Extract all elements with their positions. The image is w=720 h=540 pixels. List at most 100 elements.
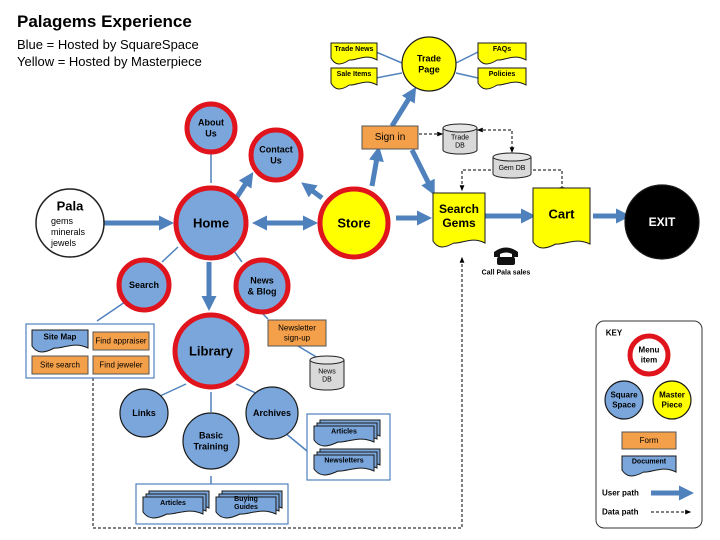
- key-square-space: SquareSpace: [604, 380, 644, 420]
- link-home-search: [161, 246, 179, 263]
- trade-news-doc-label: Trade News: [335, 46, 374, 53]
- key-menu-item-label: Menu: [639, 346, 660, 355]
- faqs-doc: FAQs: [477, 42, 527, 65]
- site-search-form: Site search: [31, 355, 89, 375]
- about-label: About: [198, 118, 224, 128]
- arrow-signin-trade-page: [389, 86, 417, 128]
- data-path-tradedb-gemdb: [476, 127, 515, 154]
- link-library-links: [159, 383, 187, 397]
- trade-db-label: DB: [455, 143, 465, 150]
- call-pala-sales: Call Pala sales: [482, 270, 531, 277]
- library-label: Library: [189, 344, 234, 359]
- link-trade-faqs: [455, 51, 479, 64]
- data-path-gemdb-cart: [528, 169, 565, 194]
- trade-news-doc: Trade News: [330, 42, 378, 65]
- legend-yellow-text: Yellow = Hosted by Masterpiece: [17, 54, 202, 69]
- pala-subtitle: minerals: [51, 227, 86, 237]
- link-search-sitebox: [96, 301, 126, 322]
- legend-blue-text: Blue = Hosted by SquareSpace: [17, 37, 199, 52]
- key-form: Form: [621, 431, 677, 450]
- archives-articles-stack: Articles: [313, 419, 381, 447]
- buying-guides-stack-label: Guides: [234, 504, 258, 511]
- basic-training-label: Training: [193, 441, 228, 451]
- link-newsletter-newsdb: [297, 345, 319, 359]
- sale-items-doc: Sale Items: [330, 67, 378, 90]
- key-document-label: Document: [632, 459, 667, 466]
- link-trade-saleitems: [375, 72, 403, 79]
- key-master-piece-label: Piece: [662, 400, 683, 409]
- site-search-form-label: Site search: [40, 361, 80, 370]
- buying-guides-stack-label: Buying: [234, 496, 258, 503]
- find-jeweler-form: Find jeweler: [92, 355, 150, 375]
- arrow-home-contact: [234, 171, 254, 199]
- key-square-space-label: Square: [610, 391, 638, 400]
- policies-doc-label: Policies: [489, 71, 516, 78]
- site-map-doc-label: Site Map: [44, 333, 77, 342]
- exit-node: EXIT: [624, 184, 700, 260]
- pala-subtitle: gems: [51, 216, 74, 226]
- sign-in-form: Sign in: [361, 125, 419, 150]
- gem-db-label: Gem DB: [499, 165, 526, 172]
- find-jeweler-form-label: Find jeweler: [99, 361, 142, 370]
- policies-doc: Policies: [477, 67, 527, 90]
- arrow-store-contact: [301, 182, 324, 200]
- contact-label: Contact: [259, 145, 293, 155]
- home-label: Home: [193, 216, 229, 231]
- key-title: KEY: [606, 329, 623, 338]
- trade-db-label: Trade: [451, 134, 469, 141]
- newsletters-stack-label: Newsletters: [324, 458, 363, 465]
- library-node: Library: [172, 312, 250, 390]
- site-map-doc: Site Map: [31, 329, 89, 353]
- key-form-label: Form: [640, 436, 659, 445]
- news-label: & Blog: [248, 286, 277, 296]
- call-pala-sales-label: Call Pala sales: [482, 270, 531, 277]
- sale-items-doc-label: Sale Items: [337, 71, 372, 78]
- key-data-path-label: Data path: [602, 508, 639, 517]
- cart-doc: Cart: [532, 187, 591, 249]
- key-menu-item-label: item: [641, 355, 657, 364]
- find-appraiser-form: Find appraiser: [92, 331, 150, 351]
- pala-title: Pala: [57, 199, 85, 214]
- news-label: News: [250, 276, 274, 286]
- faqs-doc-label: FAQs: [493, 46, 511, 53]
- news-db-label: DB: [322, 377, 332, 384]
- arrow-signin-search-gems: [409, 148, 435, 196]
- search-gems-doc-label: Search: [439, 202, 479, 216]
- key-master-piece-label: Master: [659, 391, 685, 400]
- basic-training-label: Basic: [199, 431, 223, 441]
- news-db-label: News: [318, 368, 336, 375]
- archives-articles-stack-label: Articles: [331, 429, 357, 436]
- link-library-archives: [235, 383, 259, 395]
- store-label: Store: [337, 216, 370, 231]
- key-square-space-label: Space: [612, 400, 636, 409]
- library-articles-stack: Articles: [142, 490, 210, 519]
- store-node: Store: [317, 186, 391, 260]
- key-document: Document: [621, 455, 677, 477]
- phone-icon: [494, 247, 518, 265]
- cart-doc-label: Cart: [548, 207, 575, 222]
- search-gems-doc-label: Gems: [442, 216, 476, 230]
- links-label: Links: [132, 408, 156, 418]
- data-path-searchbox-searchgems: [92, 256, 465, 529]
- sign-in-form-label: Sign in: [375, 132, 406, 143]
- archives-label: Archives: [253, 408, 291, 418]
- newsletter-signup-form-label: sign-up: [284, 333, 311, 342]
- link-trade-tradenews: [375, 51, 403, 64]
- find-appraiser-form-label: Find appraiser: [95, 337, 146, 346]
- gem-db: Gem DB: [492, 152, 532, 179]
- trade-page-label: Page: [418, 64, 440, 74]
- arrow-store-signin: [369, 146, 384, 187]
